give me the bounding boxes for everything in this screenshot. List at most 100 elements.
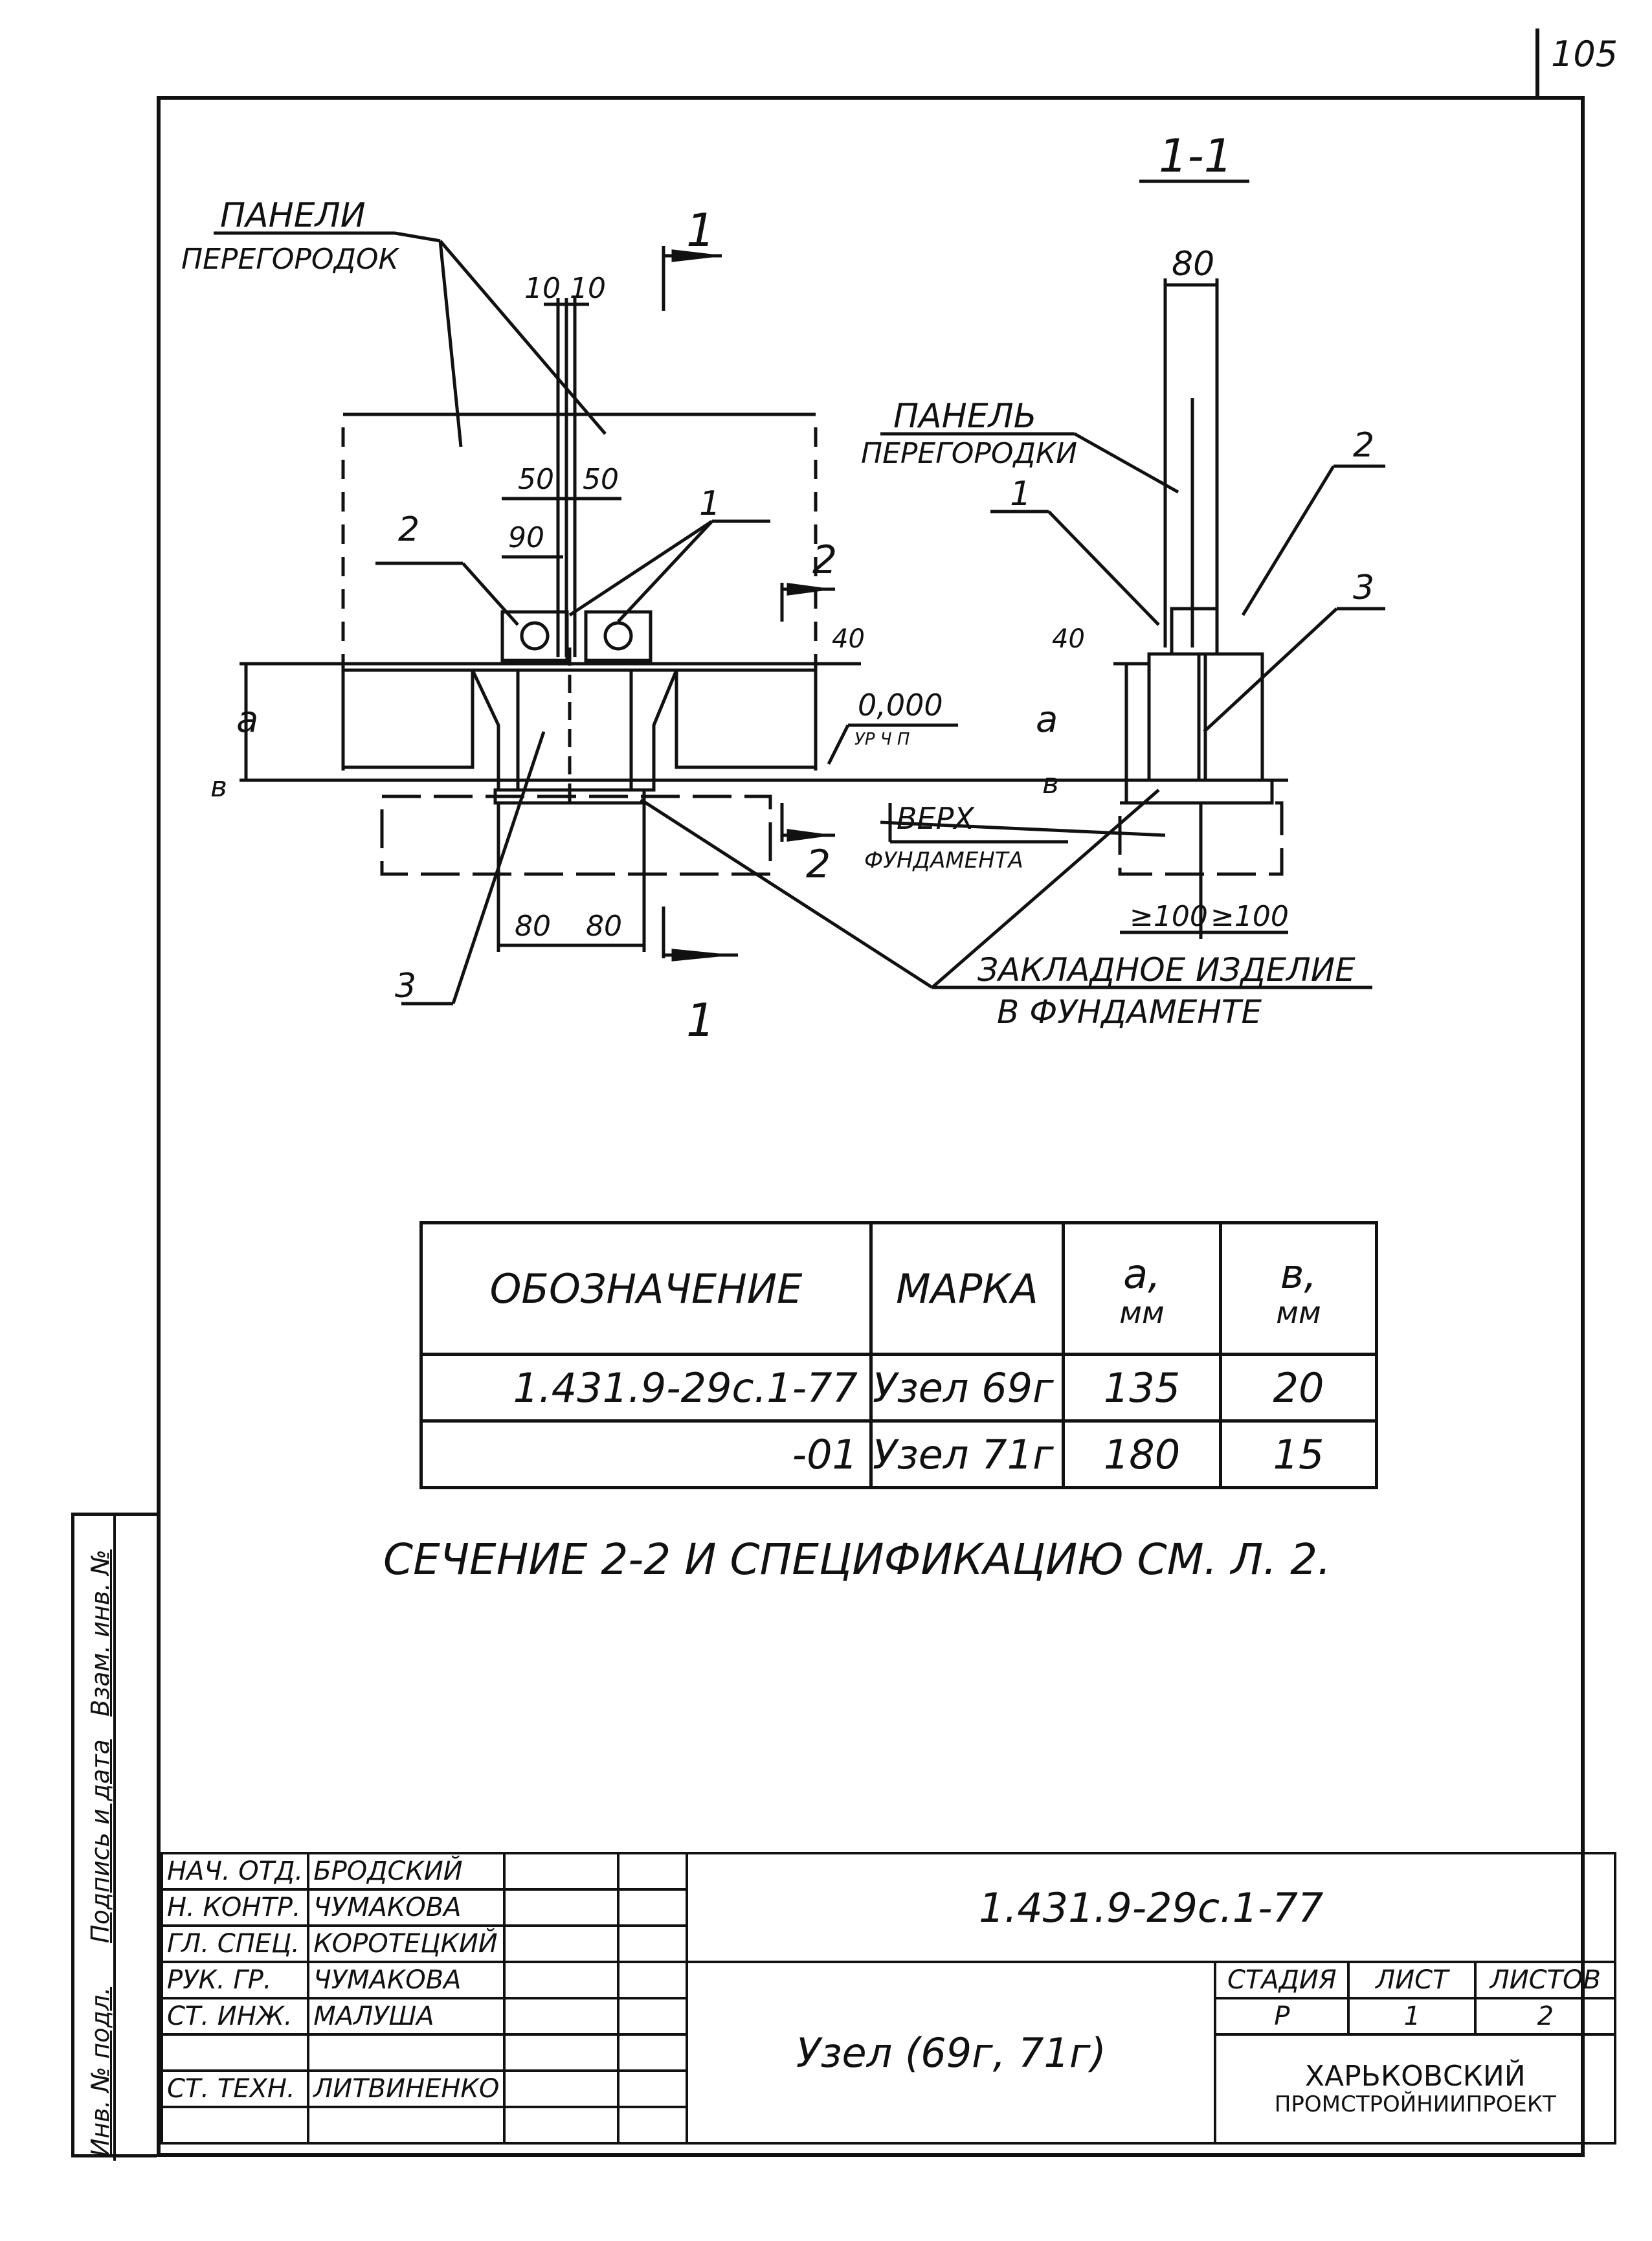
- staff-name: КОРОТЕЦКИЙ: [307, 1924, 506, 1963]
- section-title: 1-1: [1159, 130, 1233, 183]
- date-cell: [617, 1924, 689, 1963]
- callout-2-left: 2: [398, 510, 419, 549]
- signature-cell: [503, 1852, 620, 1891]
- dim-min100a: ≥100: [1130, 900, 1208, 933]
- table-row: НАЧ. ОТД. БРОДСКИЙ 1.431.9-29с.1-77: [160, 1852, 1617, 1963]
- table-row: РУК. ГР. ЧУМАКОВА Узел (69г, 71г) СТАДИЯ…: [160, 1961, 1617, 2145]
- signature-cell: [503, 2106, 620, 2145]
- organization-line-1: ХАРЬКОВСКИЙ: [1304, 2060, 1526, 2093]
- side-replaces: Взам. инв. №: [86, 1549, 115, 1717]
- signature-cell: [503, 2033, 620, 2072]
- table-row: -01 Узел 71г 180 15: [419, 1419, 1378, 1489]
- signature-cell: [503, 1961, 620, 1999]
- signature-cell: [503, 1924, 620, 1963]
- dim-50b: 50: [583, 463, 619, 496]
- callout-1-left: 1: [699, 484, 720, 523]
- spec-header-a: a,мм: [1062, 1221, 1222, 1356]
- callout-3-right: 3: [1353, 569, 1374, 607]
- spec-cell-designation: 1.431.9-29с.1-77: [419, 1353, 873, 1423]
- staff-name: ЧУМАКОВА: [307, 1961, 506, 1999]
- table-row: ГЛ. СПЕЦ. КОРОТЕЦКИЙ: [160, 1924, 1615, 1963]
- level-sub: УР Ч П: [854, 730, 910, 749]
- date-cell: [617, 2106, 689, 2145]
- spec-cell-mark: Узел 69г: [869, 1353, 1065, 1423]
- staff-role: Н. КОНТР.: [160, 1888, 310, 1927]
- signature-cell: [503, 1888, 620, 1927]
- spec-cell-b: 20: [1219, 1353, 1378, 1423]
- dim-80a: 80: [515, 910, 551, 943]
- spec-header-a-unit: мм: [1119, 1294, 1165, 1330]
- table-row: Н. КОНТР. ЧУМАКОВА: [160, 1888, 1615, 1927]
- title-block: НАЧ. ОТД. БРОДСКИЙ 1.431.9-29с.1-77 Н. К…: [160, 1852, 1617, 2145]
- staff-role: [160, 2106, 310, 2145]
- sheet-value: 1: [1347, 1997, 1477, 2036]
- panels-label-1: ПАНЕЛИ: [220, 196, 366, 235]
- staff-name: [307, 2106, 506, 2145]
- drawing-title: Узел (69г, 71г): [686, 1961, 1217, 2145]
- table-row: СТ. ИНЖ. МАЛУША Р 1 2: [160, 1997, 1617, 2036]
- callout-2-right: 2: [1353, 426, 1374, 465]
- specification-table: ОБОЗНАЧЕНИЕ МАРКА a,мм в,мм 1.431.9-29с.…: [419, 1221, 1378, 1489]
- spec-header-row: ОБОЗНАЧЕНИЕ МАРКА a,мм в,мм: [419, 1221, 1378, 1356]
- note-text: СЕЧЕНИЕ 2-2 И СПЕЦИФИКАЦИЮ СМ. Л. 2.: [383, 1535, 1332, 1584]
- sheet-label: ЛИСТ: [1347, 1961, 1477, 1999]
- panel-label-2: ПЕРЕГОРОДКИ: [861, 437, 1077, 470]
- stage-label: СТАДИЯ: [1214, 1961, 1350, 1999]
- dim-a-left: a: [236, 699, 258, 741]
- dim-50a: 50: [518, 463, 554, 496]
- spec-cell-b: 15: [1219, 1419, 1378, 1489]
- staff-name: [307, 2033, 506, 2072]
- date-cell: [617, 1997, 689, 2036]
- embed-label-1: ЗАКЛАДНОЕ ИЗДЕЛИЕ: [977, 951, 1356, 989]
- embed-label-2: В ФУНДАМЕНТЕ: [997, 993, 1262, 1031]
- callout-3-left: 3: [395, 967, 416, 1006]
- dim-b-left: в: [210, 771, 227, 804]
- staff-name: БРОДСКИЙ: [307, 1852, 506, 1891]
- table-row: [160, 2106, 1615, 2145]
- page-number: 105: [1551, 34, 1618, 74]
- staff-name: МАЛУША: [307, 1997, 506, 2036]
- staff-role: НАЧ. ОТД.: [160, 1852, 310, 1891]
- date-cell: [617, 1961, 689, 1999]
- dim-b-right: в: [1042, 767, 1059, 800]
- spec-cell-designation: -01: [419, 1419, 873, 1489]
- panel-label-1: ПАНЕЛЬ: [893, 397, 1036, 436]
- organization: ХАРЬКОВСКИЙ ПРОМСТРОЙНИИПРОЕКТ: [1214, 2033, 1617, 2145]
- side-sign-date: Подпись и дата: [86, 1739, 115, 1943]
- spec-header-b: в,мм: [1219, 1221, 1378, 1356]
- date-cell: [617, 1852, 689, 1891]
- side-inv-orig: Инв. № подл.: [86, 1987, 115, 2157]
- spec-cell-a: 135: [1062, 1353, 1222, 1423]
- spec-header-a-label: a,: [1123, 1250, 1161, 1298]
- dim-10a: 10: [524, 272, 561, 305]
- cut-2-bottom-label: 2: [806, 842, 831, 887]
- spec-header-designation: ОБОЗНАЧЕНИЕ: [419, 1221, 873, 1356]
- organization-line-2: ПРОМСТРОЙНИИПРОЕКТ: [1274, 2091, 1556, 2117]
- panels-label-2: ПЕРЕГОРОДОК: [181, 243, 400, 276]
- dim-10b: 10: [570, 272, 606, 305]
- spec-cell-a: 180: [1062, 1419, 1222, 1489]
- dim-40-right: 40: [1052, 624, 1085, 654]
- table-row: ХАРЬКОВСКИЙ ПРОМСТРОЙНИИПРОЕКТ: [160, 2033, 1617, 2145]
- cut-1-bottom-label: 1: [686, 994, 715, 1047]
- staff-role: СТ. ИНЖ.: [160, 1997, 310, 2036]
- staff-role: ГЛ. СПЕЦ.: [160, 1924, 310, 1963]
- table-row: 1.431.9-29с.1-77 Узел 69г 135 20: [419, 1353, 1378, 1423]
- signature-cell: [503, 1997, 620, 2036]
- level-value: 0,000: [858, 688, 943, 723]
- top-foundation-2: ФУНДАМЕНТА: [864, 848, 1023, 873]
- cut-2-top-label: 2: [812, 537, 837, 583]
- staff-name: ЛИТВИНЕНКО: [307, 2069, 506, 2108]
- callout-1-right: 1: [1010, 475, 1031, 513]
- dim-a-right: a: [1036, 699, 1058, 741]
- top-foundation-1: ВЕРХ: [897, 801, 975, 836]
- stage-value: Р: [1214, 1997, 1350, 2036]
- staff-role: [160, 2033, 310, 2072]
- spec-header-b-unit: мм: [1276, 1294, 1321, 1330]
- date-cell: [617, 1888, 689, 1927]
- date-cell: [617, 2033, 689, 2072]
- table-row: СТ. ТЕХН. ЛИТВИНЕНКО: [160, 2069, 1615, 2108]
- spec-cell-mark: Узел 71г: [869, 1419, 1065, 1489]
- sheets-value: 2: [1474, 1997, 1617, 2036]
- dim-40-left: 40: [832, 624, 865, 654]
